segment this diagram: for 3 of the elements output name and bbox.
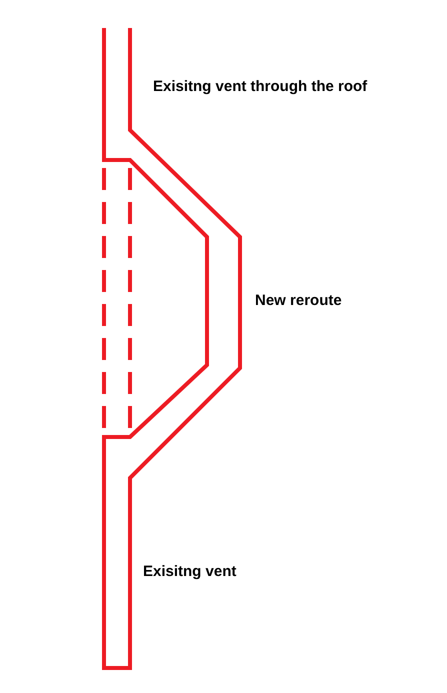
vent-label: Exisitng vent through the roof xyxy=(153,78,368,95)
vent-label: Exisitng vent xyxy=(143,563,236,580)
reroute-label: New reroute xyxy=(255,292,342,309)
